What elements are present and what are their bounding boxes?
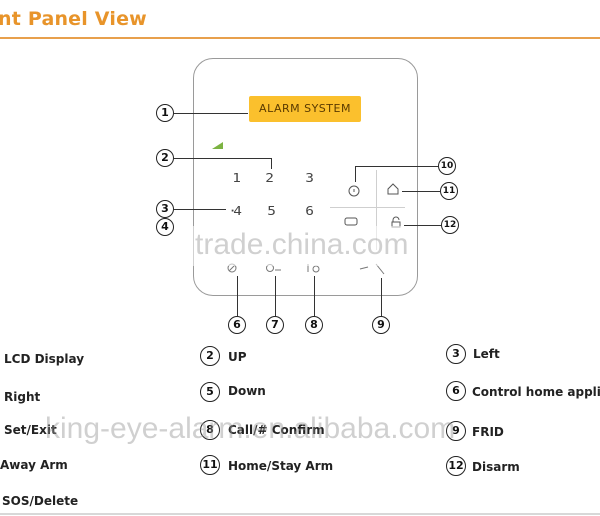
legend-7-label: Set/Exit	[4, 423, 57, 437]
legend-1-label: LCD Display	[4, 352, 85, 366]
key-6: 6	[305, 204, 314, 218]
legend-13-label: SOS/Delete	[2, 494, 79, 508]
legend-2-num: 2	[200, 346, 220, 366]
callout-4: 4	[156, 218, 174, 236]
callout-7: 7	[266, 316, 284, 334]
legend-2-label: UP	[228, 350, 247, 364]
key-4: 4	[233, 204, 242, 218]
card-icon	[344, 217, 358, 226]
nav-cross-vertical	[376, 170, 377, 250]
legend-9-label: FRID	[472, 425, 504, 439]
legend-8-label: Call/# Confirm	[228, 423, 325, 437]
legend-11-num: 11	[200, 455, 220, 475]
callout-11: 11	[440, 182, 458, 200]
key-3: 3	[305, 171, 314, 185]
callout-2: 2	[156, 149, 174, 167]
page-title: nt Panel View	[0, 8, 147, 30]
title-divider	[0, 37, 600, 39]
legend-12-num: 12	[446, 456, 466, 476]
home-icon	[387, 183, 399, 195]
legend-9-num: 9	[446, 421, 466, 441]
callout-10: 10	[438, 157, 456, 175]
legend-5-num: 5	[200, 382, 220, 402]
legend-3-num: 3	[446, 344, 466, 364]
watermark-trade-china: trade.china.com	[195, 228, 409, 261]
key-4-dot: ·	[228, 204, 237, 218]
legend-6-label: Control home applia	[472, 385, 600, 399]
callout-6: 6	[228, 316, 246, 334]
callout-3: 3	[156, 200, 174, 218]
callout-12: 12	[441, 216, 459, 234]
watermark-alibaba: king-eye-alarm.en.alibaba.com	[45, 412, 456, 445]
watermark-backdrop	[190, 226, 415, 266]
callout-8: 8	[305, 316, 323, 334]
legend-8-num: 8	[200, 420, 220, 440]
legend-3-label: Left	[473, 347, 500, 361]
bottom-divider	[0, 513, 600, 515]
signal-icon	[212, 142, 223, 149]
nav-cross-horizontal	[330, 207, 405, 208]
legend-12-label: Disarm	[472, 460, 520, 474]
lcd-display: ALARM SYSTEM	[249, 96, 361, 122]
key-2: 2	[265, 171, 274, 185]
legend-4-label: Right	[4, 390, 41, 404]
key-1: 1	[232, 171, 241, 185]
legend-10-label: Away Arm	[0, 458, 68, 472]
lock-icon	[348, 185, 360, 197]
legend-5-label: Down	[228, 384, 266, 398]
legend-6-num: 6	[446, 381, 466, 401]
callout-9: 9	[372, 316, 390, 334]
legend-11-label: Home/Stay Arm	[228, 459, 334, 473]
callout-1: 1	[156, 104, 174, 122]
key-5: 5	[267, 204, 276, 218]
